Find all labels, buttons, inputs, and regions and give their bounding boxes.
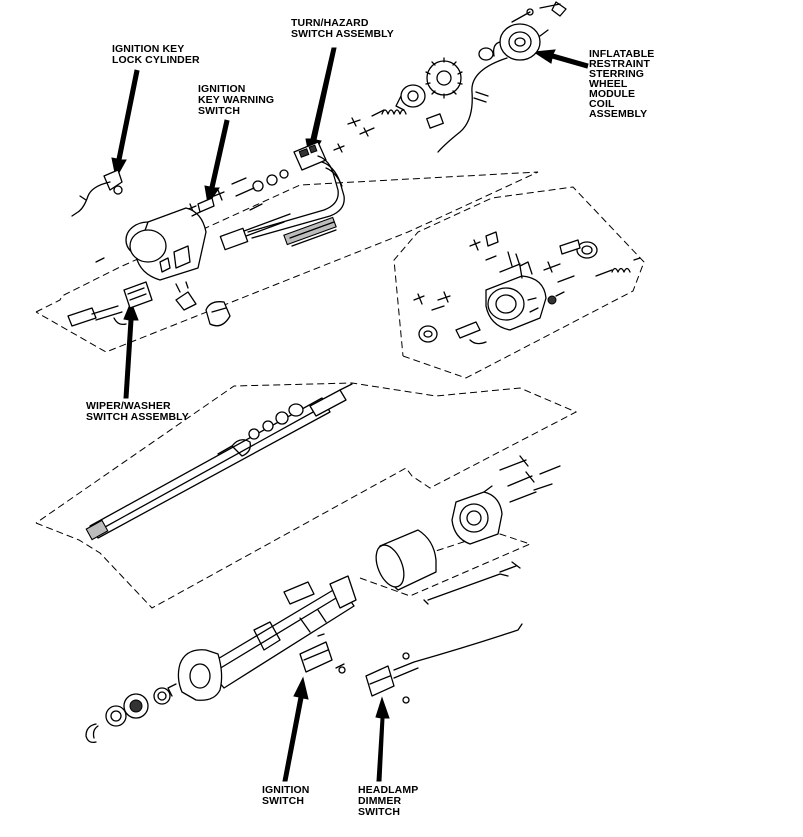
- ignition-switch: [299, 633, 346, 674]
- pivot-switch: [175, 281, 231, 327]
- key-warning-switch: [185, 177, 247, 215]
- shaft-rings: [248, 403, 304, 440]
- upper-parts: [67, 1, 567, 327]
- arrow-lock-cylinder: [111, 69, 140, 180]
- column-jacket: [205, 575, 357, 689]
- housing-screws: [543, 261, 575, 283]
- bearing-housing-parts: [413, 231, 641, 345]
- turn-hazard-switch: [219, 141, 345, 251]
- label-wiper-washer-switch-assembly: WIPER/WASHER SWITCH ASSEMBLY: [86, 400, 189, 423]
- housing-bushing: [418, 325, 438, 343]
- spring: [381, 109, 407, 115]
- arrow-key-warning-switch: [204, 119, 230, 206]
- arrow-ignition-switch: [282, 676, 309, 782]
- arrow-turn-hazard-switch: [305, 47, 337, 162]
- cover-outline: [359, 531, 532, 597]
- bearing-ring: [576, 241, 598, 259]
- shim: [559, 239, 581, 255]
- coil-mounting-hardware: [511, 1, 567, 23]
- label-turn-hazard-switch-assembly: TURN/HAZARD SWITCH ASSEMBLY: [291, 17, 394, 40]
- lower-parts: [85, 455, 561, 744]
- callout-labels: IGNITION KEY LOCK CYLINDER IGNITION KEY …: [86, 17, 657, 818]
- dimmer-rod: [423, 561, 521, 605]
- column-sleeve: [375, 529, 437, 591]
- lock-bolt-spring: [595, 257, 641, 277]
- turn-switch-screws: [347, 109, 385, 137]
- upper-bearing-housing: [485, 261, 565, 331]
- housing-pins: [469, 231, 521, 273]
- inner-race: [395, 84, 426, 111]
- label-ignition-key-warning-switch: IGNITION KEY WARNING SWITCH: [198, 83, 277, 117]
- upper-housing-outline: [35, 171, 539, 353]
- steering-shaft: [85, 383, 353, 541]
- arrow-wiper-washer-switch: [123, 300, 139, 399]
- label-ignition-key-lock-cylinder: IGNITION KEY LOCK CYLINDER: [112, 43, 200, 66]
- lock-housing: [125, 207, 207, 281]
- cancelling-cam-gear: [425, 57, 463, 99]
- shaft-parts: [85, 383, 353, 541]
- cover-screws: [499, 455, 561, 503]
- arrow-headlamp-dimmer-switch: [375, 696, 390, 782]
- label-headlamp-dimmer-switch: HEADLAMP DIMMER SWITCH: [358, 784, 421, 818]
- lock-housing-cover: [451, 485, 503, 545]
- callout-arrows: [111, 47, 589, 782]
- shaft-outline: [35, 382, 578, 609]
- label-inflatable-restraint-coil: INFLATABLE RESTRAINT STERRING WHEEL MODU…: [589, 48, 657, 120]
- sector-and-rack: [283, 216, 337, 247]
- jacket-flange: [167, 649, 223, 701]
- lower-bearing: [105, 687, 171, 727]
- shaft-coupling: [217, 439, 251, 457]
- label-ignition-switch: IGNITION SWITCH: [262, 784, 313, 807]
- arrow-coil-assembly: [532, 49, 589, 69]
- small-washers: [235, 169, 289, 211]
- wiper-washer-switch: [67, 257, 153, 327]
- coil-assembly: [426, 23, 549, 153]
- headlamp-dimmer-switch: [365, 623, 523, 704]
- bearing-housing-outline: [393, 186, 645, 379]
- retaining-ring: [85, 723, 99, 744]
- washer: [478, 47, 494, 61]
- shoe-and-bolt: [413, 291, 487, 345]
- dashed-assembly-outlines: [35, 171, 645, 609]
- lock-cylinder: [71, 169, 123, 217]
